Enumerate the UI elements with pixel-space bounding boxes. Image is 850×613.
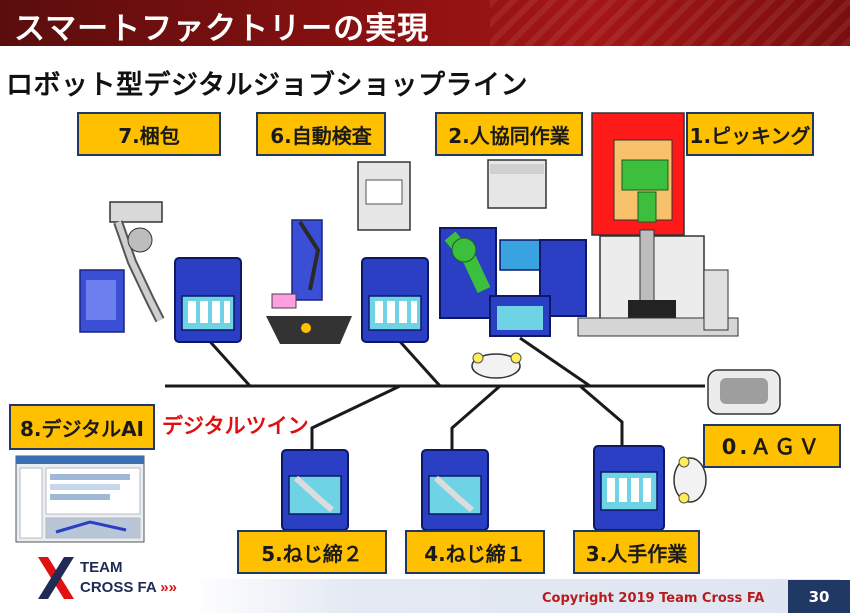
station-label-screw-2: 5.ねじ締２ [237, 530, 387, 574]
copyright-text: Copyright 2019 Team Cross FA [542, 591, 764, 606]
station-label-inspection: 6.自動検査 [256, 112, 386, 156]
cart-station-7 [175, 258, 241, 342]
digital-twin-caption: デジタルツイン [162, 410, 309, 440]
logo-text-line1: TEAM [80, 559, 123, 576]
station-label-picking: 1.ピッキング [686, 112, 814, 156]
team-cross-fa-logo: TEAM CROSS FA »» [36, 553, 186, 605]
logo-text-line2-words: CROSS FA [80, 579, 156, 596]
logo-text-line2: CROSS FA »» [80, 579, 177, 596]
collaborative-station [440, 160, 586, 378]
cart-station-5 [282, 450, 348, 530]
cart-station-3 [594, 446, 706, 530]
station-label-packing: 7.梱包 [77, 112, 221, 156]
station-label-manual-work: 3.人手作業 [573, 530, 700, 574]
page-number: 30 [788, 580, 850, 613]
packing-robot [80, 202, 162, 332]
x-logo-icon [36, 555, 76, 601]
station-label-digital-ai: 8.デジタルAI [9, 404, 155, 450]
station-label-collaborative: 2.人協同作業 [435, 112, 583, 156]
agv-vehicle [708, 370, 780, 414]
station-label-screw-1: 4.ねじ締１ [405, 530, 545, 574]
digital-twin-screenshot [16, 456, 144, 542]
cart-station-4 [422, 450, 488, 530]
cart-station-6 [362, 258, 428, 342]
station-label-agv: 0.ＡＧＶ [703, 424, 841, 468]
logo-arrows: »» [160, 579, 177, 596]
